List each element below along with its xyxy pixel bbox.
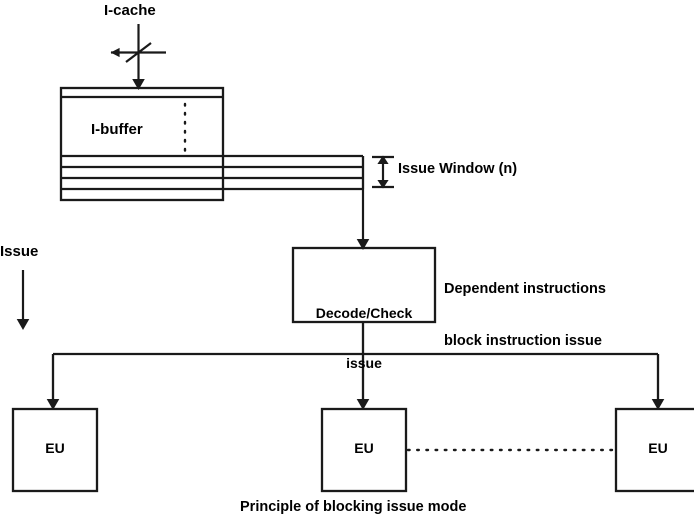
- issue-window-lines: [223, 154, 365, 191]
- ibuffer-label: I-buffer: [91, 121, 143, 138]
- icache-arrow: [125, 24, 152, 90]
- issue-window-measure-arrow: [372, 155, 394, 189]
- issue-label: Issue: [0, 243, 39, 260]
- dependent-note: Dependent instructions block instruction…: [444, 247, 606, 384]
- i-buffer-box: [59, 86, 225, 202]
- eu-label-1: EU: [45, 440, 65, 456]
- issue-window-label: Issue Window (n): [398, 161, 518, 177]
- eu-box-1: [11, 407, 99, 493]
- decode-check-label: Decode/Check issue: [299, 272, 429, 404]
- dependent-note-line2: block instruction issue: [444, 332, 602, 349]
- icache-slash: [125, 42, 152, 63]
- dependent-note-line1: Dependent instructions: [444, 281, 606, 298]
- eu-boxes: [11, 407, 694, 493]
- eu-box-2: [320, 407, 408, 493]
- issue-window-to-decode-arrow: [356, 189, 370, 250]
- eu-distribution-bus: [46, 322, 665, 410]
- issue-arrow: [16, 270, 30, 330]
- eu-label-3: EU: [648, 440, 668, 456]
- decode-check-label-line2: issue: [346, 354, 382, 371]
- eu-box-3: [614, 407, 694, 493]
- decode-check-label-line1: Decode/Check: [315, 305, 413, 322]
- diagram-caption: Principle of blocking issue mode: [240, 499, 467, 515]
- eu-label-2: EU: [354, 440, 374, 456]
- icache-label: I-cache: [104, 2, 156, 19]
